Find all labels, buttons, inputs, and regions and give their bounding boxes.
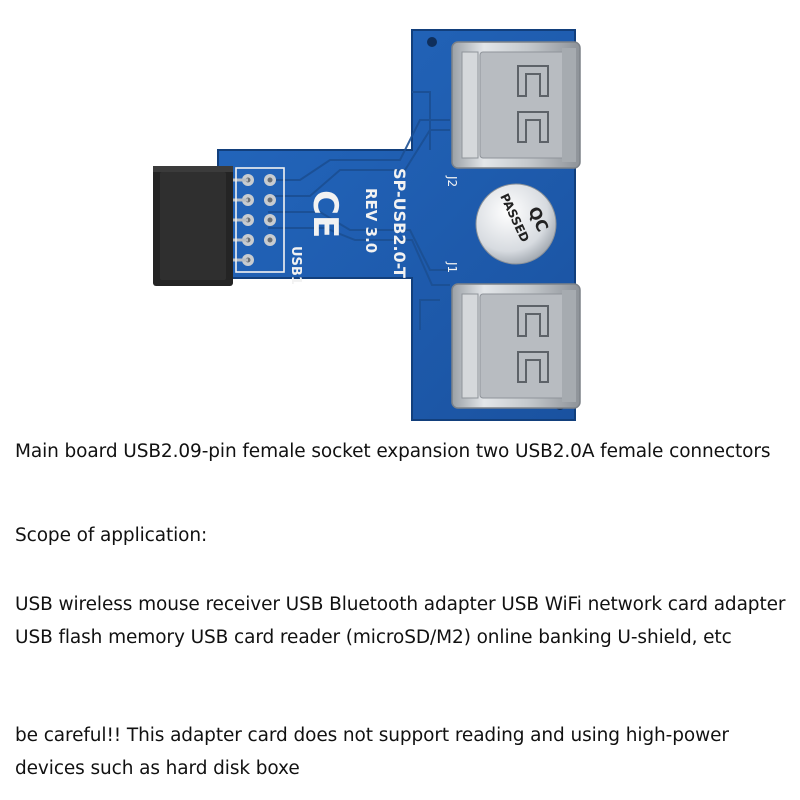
model-label: SP-USB2.0-T <box>390 168 409 278</box>
revision-label: REV 3.0 <box>362 188 380 253</box>
port-ref-top-label: J2 <box>445 175 459 187</box>
product-title: Main board USB2.09-pin female socket exp… <box>15 441 771 462</box>
header-pins <box>233 174 276 266</box>
header-ref-label: USB1 <box>288 246 303 285</box>
warning-note-line: be careful!! This adapter card does not … <box>15 725 729 746</box>
warning-note-line: devices such as hard disk boxe <box>15 758 300 779</box>
usb-a-port-bottom <box>451 283 581 409</box>
ce-mark: CE <box>305 190 345 238</box>
port-ref-bottom-label: J1 <box>445 261 459 273</box>
application-list-line: USB flash memory USB card reader (microS… <box>15 627 732 648</box>
application-list: USB wireless mouse receiver USB Bluetoot… <box>15 588 786 654</box>
qc-passed-sticker <box>475 183 557 265</box>
warning-note: be careful!! This adapter card does not … <box>15 719 729 785</box>
product-photo: USB1 CE REV 3.0 SP-USB2.0-T J2 J1 QC PAS… <box>153 29 581 421</box>
mounting-hole <box>427 37 437 47</box>
pcb-traces <box>268 91 450 330</box>
scope-heading: Scope of application: <box>15 525 208 546</box>
usb-a-port-top <box>451 41 581 169</box>
header-silkscreen-outline <box>235 167 285 273</box>
application-list-line: USB wireless mouse receiver USB Bluetoot… <box>15 594 786 615</box>
